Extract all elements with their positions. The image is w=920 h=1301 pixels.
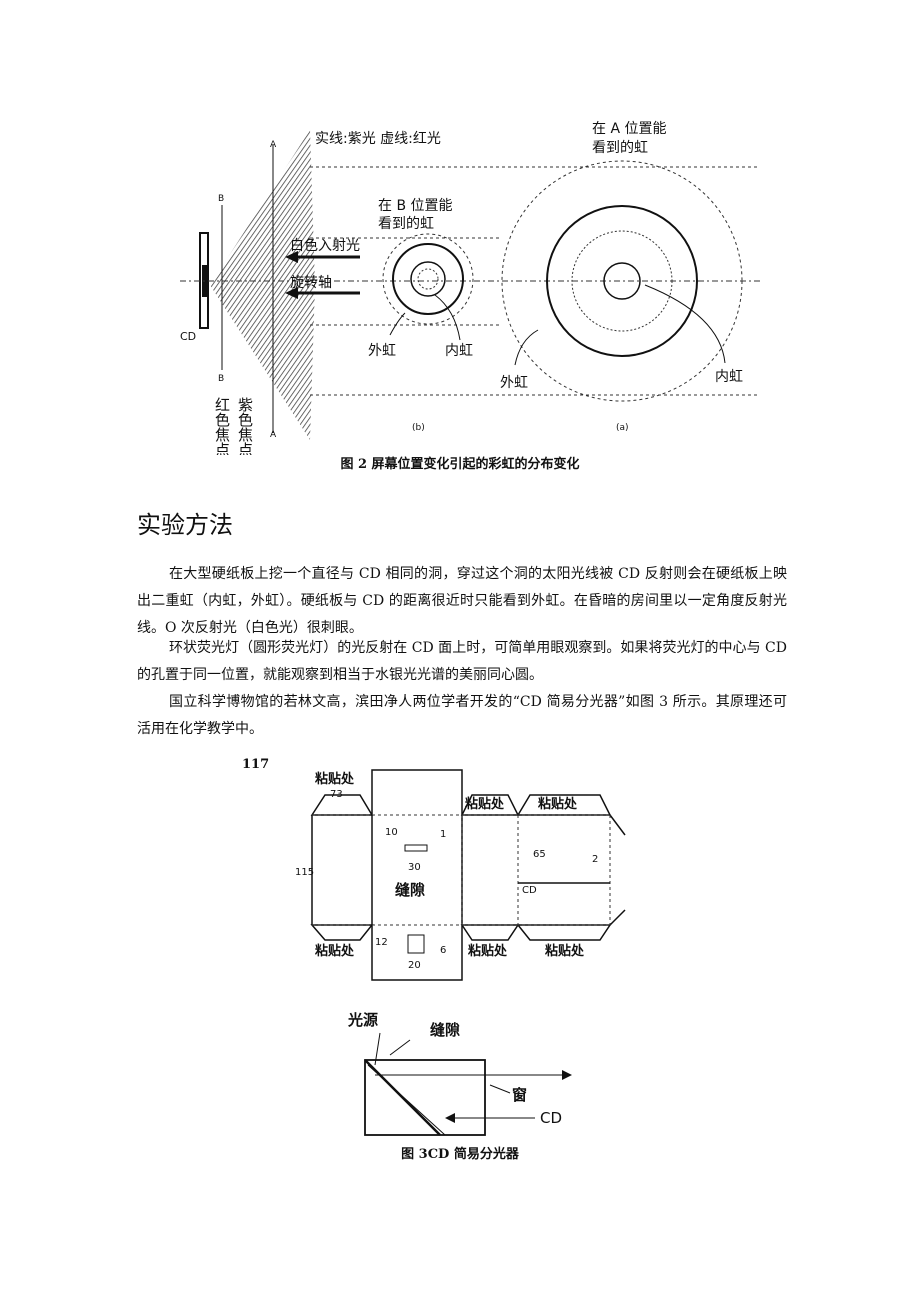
b-title: 在 B 位置能 (378, 198, 453, 214)
paragraph-3: 国立科学博物馆的若林文高，滨田净人两位学者开发的“CD 简易分光器”如图 3 所… (137, 694, 787, 737)
label-cd: CD (180, 330, 196, 343)
glue-label-1: 粘贴处 (314, 771, 355, 787)
dim-1: 1 (440, 829, 446, 840)
upper-spectrum-fan (210, 130, 315, 285)
b-title-2: 看到的虹 (378, 216, 434, 232)
violet-focus-label: 紫色焦点 (236, 397, 254, 455)
b-inner-rainbow: 内虹 (445, 343, 473, 359)
sub-b: (b) (412, 423, 425, 433)
dim-30: 30 (408, 862, 421, 873)
dim-65: 65 (533, 849, 546, 860)
cd-label-net: CD (522, 885, 537, 896)
paragraph-2: 环状荧光灯（圆形荧光灯）的光反射在 CD 面上时，可简单用眼观察到。如果将荧光灯… (137, 640, 787, 683)
label-b-top: B (218, 194, 224, 204)
figure-2-rainbow-diagram: A A B B CD 实线:紫光 虚线:红光 白色入射光 旋转轴 红色焦点 紫色… (180, 121, 760, 455)
a-title: 在 A 位置能 (592, 121, 666, 137)
section-heading: 实验方法 (137, 511, 233, 539)
red-focus-label: 红色焦点 (213, 397, 231, 455)
glue-label-2: 粘贴处 (464, 796, 505, 812)
figure-2-caption: 图 2 屏幕位置变化引起的彩虹的分布变化 (340, 457, 580, 472)
glue-label-6: 粘贴处 (544, 943, 585, 959)
label-a-bottom: A (270, 430, 277, 440)
dim-10: 10 (385, 827, 398, 838)
light-source-label: 光源 (347, 1011, 378, 1029)
window-label: 窗 (512, 1086, 527, 1104)
dim-12: 12 (375, 937, 388, 948)
paragraph-1: 在大型硬纸板上挖一个直径与 CD 相同的洞，穿过这个洞的太阳光线被 CD 反射则… (137, 566, 787, 636)
a-title-2: 看到的虹 (592, 140, 648, 156)
sub-a: (a) (616, 423, 629, 433)
dim-6: 6 (440, 945, 446, 956)
a-inner-rainbow: 内虹 (715, 369, 743, 385)
glue-label-5: 粘贴处 (467, 943, 508, 959)
page-number: 117 (242, 757, 270, 772)
figure-3-cd-spectroscope: 粘贴处 73 粘贴处 粘贴处 115 10 1 30 缝隙 65 2 CD 12… (295, 769, 626, 1136)
dim-20: 20 (408, 960, 421, 971)
slit-label-side: 缝隙 (430, 1021, 460, 1039)
figure-3-caption: 图 3CD 简易分光器 (401, 1147, 519, 1162)
a-outer-rainbow: 外虹 (500, 375, 528, 391)
dim-115: 115 (295, 867, 314, 878)
white-light-label: 白色入射光 (290, 237, 360, 254)
glue-label-4: 粘贴处 (314, 943, 355, 959)
cd-label-side: CD (540, 1109, 562, 1127)
b-outer-rainbow: 外虹 (368, 343, 396, 359)
lower-spectrum-fan (210, 285, 315, 440)
dim-73: 73 (330, 789, 343, 800)
label-b-bottom: B (218, 374, 224, 384)
rotation-axis-label: 旋转轴 (290, 275, 332, 291)
glue-label-3: 粘贴处 (537, 796, 578, 812)
dim-2: 2 (592, 854, 598, 865)
legend-text: 实线:紫光 虚线:红光 (315, 131, 441, 147)
label-a-top: A (270, 140, 277, 150)
slit-label: 缝隙 (395, 881, 425, 899)
